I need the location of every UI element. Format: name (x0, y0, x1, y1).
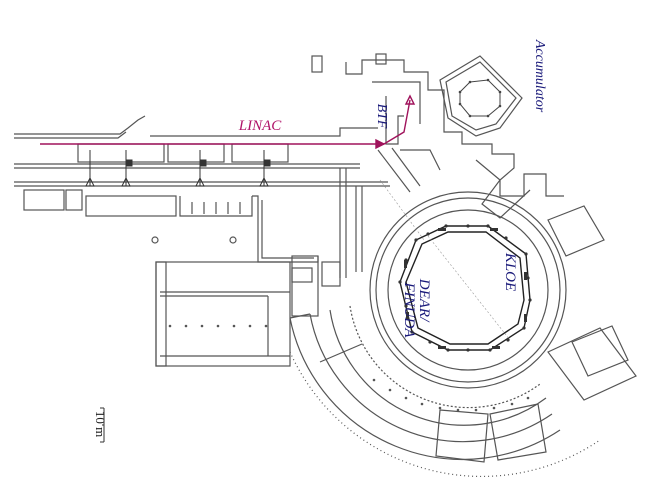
scale-bar (100, 407, 105, 443)
main-ring-magnets (398, 224, 532, 352)
gallery-stalls (179, 196, 253, 217)
linac-components (85, 150, 271, 187)
kloe-label: KLOE (502, 252, 518, 291)
transfer-corridor-1 (377, 149, 411, 193)
bottom-room-2 (489, 403, 547, 461)
accumulator-building (439, 55, 523, 137)
hall-outer (155, 261, 291, 367)
btf-beam (383, 99, 411, 145)
kloe-entry-walls (475, 159, 531, 219)
accumulator-building-inner (445, 61, 517, 131)
ring-diagonal-1 (427, 235, 511, 341)
btf-box-small (375, 53, 387, 65)
marker-circle-right (229, 236, 237, 244)
accumulator-octagon (459, 79, 501, 117)
linac-beamline (40, 94, 416, 150)
wing-arc-2 (309, 313, 553, 443)
hall-small-room-2 (321, 261, 341, 287)
btf-walls-2 (372, 81, 421, 124)
transfer-corridor-2 (391, 147, 421, 187)
gallery-room-left (23, 189, 65, 211)
btf-arrow (404, 94, 416, 105)
transfer-corridor-3 (400, 149, 441, 171)
dear-label: DEAR/ (416, 278, 432, 323)
linac-module-1 (77, 143, 165, 163)
wing-arc-3 (329, 309, 547, 426)
right-room-2 (547, 205, 605, 257)
finuda-label: FINUDA (401, 282, 417, 339)
linac-tunnel-upper-wall-2 (14, 131, 127, 139)
scale-label: 10 m (93, 411, 108, 437)
ring-hall-inner (375, 197, 561, 383)
hall-left-block (155, 261, 167, 367)
gallery-step-wall-2 (261, 200, 314, 259)
wing-radial-1 (289, 313, 311, 319)
right-room-1 (571, 325, 629, 377)
btf-box-top (311, 55, 323, 73)
hall-small-room (291, 255, 319, 317)
linac-label: LINAC (238, 118, 283, 134)
accumulator-dots (458, 78, 502, 118)
bottom-room-1 (435, 409, 489, 463)
accumulator-ring (458, 78, 502, 118)
btf-corridor (385, 96, 404, 145)
linac-module-3 (231, 143, 289, 163)
ring-hall-innermost (387, 209, 549, 371)
linac-tunnel-upper-wall (14, 115, 146, 135)
linac-tunnel-right-wall (150, 127, 378, 137)
right-lower-annex (547, 327, 637, 401)
wing-dots (168, 324, 530, 412)
main-ring-inner (405, 231, 525, 345)
ring-hall-outer (369, 191, 567, 389)
gallery-room-small (65, 189, 83, 211)
marker-circle-left (151, 236, 159, 244)
ring-diagonal-2 (379, 179, 425, 241)
gallery-room-long (85, 195, 177, 217)
wing-arc-1 (289, 317, 561, 460)
wing-arc-5 (289, 351, 601, 477)
linac-module-2 (167, 143, 225, 163)
hall-small-room-3 (291, 267, 313, 283)
btf-walls (345, 59, 564, 197)
accumulator-label: Accumulator (532, 39, 547, 113)
btf-label: BTF (374, 104, 389, 129)
wing-radial-2 (319, 343, 363, 363)
beam-arrow (375, 138, 386, 150)
